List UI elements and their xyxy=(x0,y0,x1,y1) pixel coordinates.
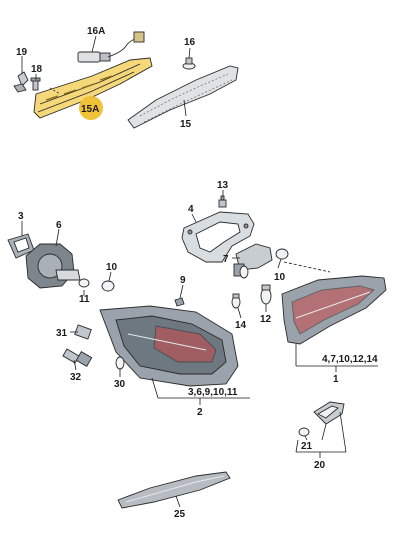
part-16a-bulb-holder[interactable] xyxy=(77,31,145,63)
label-1: 1 xyxy=(333,374,339,385)
label-10-left: 10 xyxy=(106,262,118,273)
label-19: 19 xyxy=(16,47,28,58)
label-32: 32 xyxy=(70,372,82,383)
label-18: 18 xyxy=(31,64,43,75)
label-9: 9 xyxy=(180,275,186,286)
label-4: 4 xyxy=(188,204,194,215)
part-16-bulb[interactable] xyxy=(182,57,196,70)
part-19-clip[interactable] xyxy=(13,71,29,93)
label-6: 6 xyxy=(56,220,62,231)
part-7-bulb-socket[interactable] xyxy=(233,243,289,279)
label-16: 16 xyxy=(184,37,196,48)
part-4-bulb-carrier[interactable] xyxy=(181,211,255,263)
part-11-bulb[interactable] xyxy=(78,278,90,288)
part-21-bulb[interactable] xyxy=(298,427,310,437)
part-9-screw[interactable] xyxy=(174,297,185,307)
label-13: 13 xyxy=(217,180,229,191)
part-14-bulb[interactable] xyxy=(231,293,241,309)
label-11: 11 xyxy=(79,294,90,305)
part-25-reflector[interactable] xyxy=(117,471,231,509)
label-20: 20 xyxy=(314,460,326,471)
label-16a: 16A xyxy=(87,26,105,37)
label-30: 30 xyxy=(114,379,126,390)
label-10-right: 10 xyxy=(274,272,286,283)
part-32-socket[interactable] xyxy=(62,348,93,367)
label-15: 15 xyxy=(180,119,192,130)
part-2-tail-light-body[interactable] xyxy=(99,305,239,387)
part-15a-third-brake-light[interactable] xyxy=(33,57,153,119)
part-18-screw[interactable] xyxy=(30,77,41,91)
label-15a: 15A xyxy=(81,104,99,115)
part-3-gasket[interactable] xyxy=(7,233,35,259)
part-30-bulb[interactable] xyxy=(115,356,125,370)
part-6-bulb-carrier[interactable] xyxy=(25,243,81,289)
label-2: 2 xyxy=(197,407,203,418)
label-21: 21 xyxy=(301,441,313,452)
label-14: 14 xyxy=(235,320,247,331)
leader-lines xyxy=(21,35,378,508)
label-25: 25 xyxy=(174,509,186,520)
label-1-items: 4,7,10,12,14 xyxy=(322,354,378,365)
label-7: 7 xyxy=(223,254,229,265)
callout-15a-badge xyxy=(79,96,103,120)
part-20-license-light[interactable] xyxy=(313,401,345,425)
part-15-light-lens[interactable] xyxy=(127,65,239,129)
part-31-connector[interactable] xyxy=(74,324,92,340)
part-13-nut[interactable] xyxy=(218,195,227,208)
part-1-tail-light-lid[interactable] xyxy=(281,275,387,345)
part-12-bulb[interactable] xyxy=(260,284,272,305)
label-31: 31 xyxy=(56,328,68,339)
label-3: 3 xyxy=(18,211,24,222)
part-10-bulb-left[interactable] xyxy=(101,280,115,292)
label-12: 12 xyxy=(260,314,272,325)
label-2-items: 3,6,9,10,11 xyxy=(188,387,238,398)
